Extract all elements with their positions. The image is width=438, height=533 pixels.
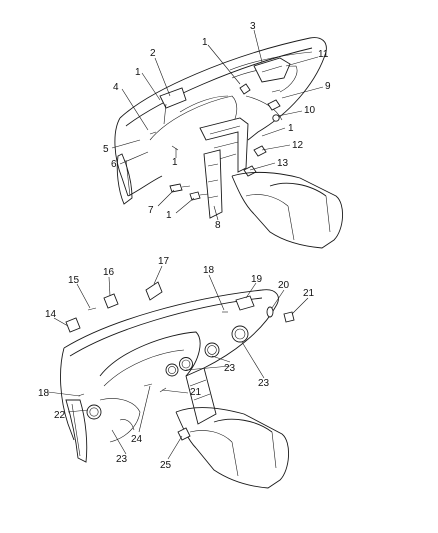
- callout-label: 23: [116, 454, 128, 465]
- leader-lines: [47, 29, 324, 460]
- callout-label: 23: [224, 363, 236, 374]
- callout-label: 17: [158, 256, 170, 267]
- callout-label: 23: [258, 378, 270, 389]
- callout-label: 13: [277, 158, 289, 169]
- callout-label: 7: [148, 205, 154, 216]
- callout-label: 18: [203, 265, 215, 276]
- callout-label: 25: [160, 460, 172, 471]
- callout-label: 18: [38, 388, 50, 399]
- callout-label: 4: [113, 82, 119, 93]
- callout-label: 14: [45, 309, 57, 320]
- callout-label: 11: [318, 49, 329, 60]
- callout-label: 1: [135, 67, 141, 78]
- callout-label: 19: [251, 274, 263, 285]
- top-instrument-panel: [114, 37, 343, 249]
- callouts-top: 1 2 3 11 1 9 4 10 1 5 12 6 1 13 7 1 8: [103, 21, 331, 231]
- callouts-bottom: 17 15 16 18 19 20 21 14 23 23 21 18 22 2…: [38, 256, 315, 471]
- callout-label: 24: [131, 434, 143, 445]
- callout-label: 1: [202, 37, 208, 48]
- bottom-instrument-panel: [60, 281, 295, 489]
- callout-label: 15: [68, 275, 80, 286]
- callout-label: 9: [325, 81, 331, 92]
- callout-label: 12: [292, 140, 304, 151]
- callout-label: 1: [166, 210, 172, 221]
- callout-label: 5: [103, 144, 109, 155]
- callout-label: 21: [303, 288, 315, 299]
- callout-label: 22: [54, 410, 66, 421]
- callout-label: 21: [190, 387, 202, 398]
- callout-label: 16: [103, 267, 115, 278]
- callout-label: 1: [288, 123, 294, 134]
- callout-label: 10: [304, 105, 316, 116]
- callout-label: 2: [150, 48, 156, 59]
- callout-label: 3: [250, 21, 256, 32]
- callout-label: 1: [172, 157, 178, 168]
- callout-label: 8: [215, 220, 221, 231]
- callout-label: 6: [111, 159, 117, 170]
- callout-label: 20: [278, 280, 290, 291]
